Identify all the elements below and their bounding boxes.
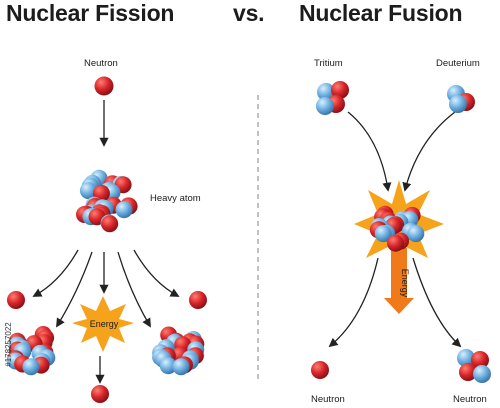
tritium-nucleon: [316, 97, 334, 115]
helium-nucleon: [471, 351, 489, 369]
fission-energy-starburst: [72, 296, 134, 352]
neutron-nucleon: [407, 225, 425, 243]
neutron-nucleon: [79, 182, 97, 200]
fission-product-left: [7, 326, 56, 376]
fission-arrow-right: [117, 251, 151, 328]
fission-title: Nuclear Fission: [6, 0, 175, 26]
tritium-nucleon: [317, 83, 335, 101]
neutron-nucleon: [172, 358, 190, 376]
released-neutron-left: [7, 291, 25, 309]
tritium-nucleon: [331, 81, 349, 99]
fusion-arrows: [328, 111, 462, 348]
helium-nucleon: [459, 363, 477, 381]
released-neutron-right: [189, 291, 207, 309]
fission-arrow-left: [56, 251, 93, 328]
helium-nucleon: [473, 365, 491, 383]
proton-particle: [101, 215, 119, 233]
fission-arrow-far-right: [133, 249, 180, 297]
fused-nucleus: [369, 205, 425, 252]
deuterium-to-fusion-arrow: [402, 111, 456, 192]
deuterium-label: Deuterium: [436, 58, 480, 69]
deuterium-nucleon: [449, 95, 467, 113]
fission-product-right: [152, 326, 205, 376]
tritium-to-fusion-arrow: [347, 111, 392, 192]
vs-label: vs.: [233, 0, 265, 26]
neutron-nucleon: [115, 201, 133, 219]
fusion-title: Nuclear Fusion: [299, 0, 463, 26]
fission-arrow-far-left: [32, 249, 79, 297]
fission-arrows: [32, 100, 180, 384]
fusion-energy-arrow: [384, 248, 414, 314]
incoming-neutron: [94, 76, 114, 96]
neutron-nucleon: [374, 225, 392, 243]
neutron-nucleon: [22, 358, 40, 376]
fission-neutron-label: Neutron: [84, 58, 118, 69]
particles-layer: [7, 76, 491, 403]
heavy-atom-nucleus: [76, 169, 138, 233]
fusion-energy-label: Energy: [400, 269, 410, 298]
proton-particle: [387, 234, 404, 252]
helium-nucleon: [457, 349, 475, 367]
fusion-to-helium-arrow: [412, 257, 462, 348]
fusion-to-neutron-arrow: [328, 257, 379, 348]
neutron-nucleon: [159, 357, 177, 375]
heavy-atom-label: Heavy atom: [150, 193, 201, 204]
fission-energy-label: Energy: [90, 319, 119, 329]
fusion-neutron-label-left: Neutron: [311, 394, 345, 405]
stock-id-watermark: #178257022: [3, 322, 13, 367]
fusion-released-neutron: [311, 361, 329, 379]
released-neutron-bottom: [91, 385, 109, 403]
tritium-label: Tritium: [314, 58, 343, 69]
fusion-neutron-label-right: Neutron: [453, 394, 487, 405]
